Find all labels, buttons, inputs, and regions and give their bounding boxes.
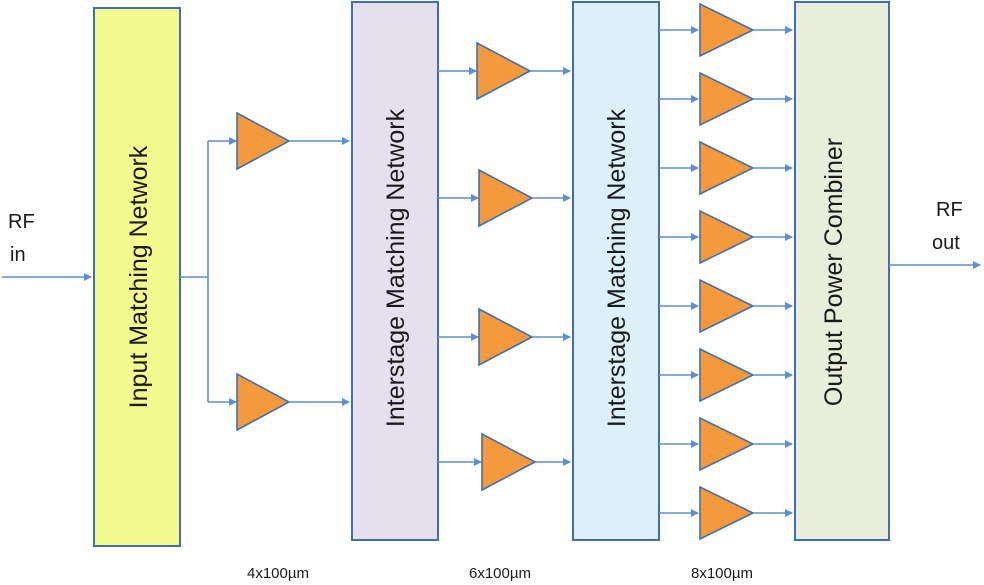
interstage-matching-network-2-label: Interstage Matching Network bbox=[603, 108, 631, 427]
stage3-amplifier-5 bbox=[699, 278, 755, 334]
stage3-amplifier-4 bbox=[699, 209, 755, 265]
stage3-amplifier-3 bbox=[699, 140, 755, 196]
stage3-size-label: 8x100µm bbox=[691, 565, 753, 582]
stage2-amplifier-3 bbox=[478, 307, 534, 367]
interstage-matching-network-2-block bbox=[572, 1, 660, 541]
stage3-amplifier-8 bbox=[699, 485, 755, 541]
stage3-amplifier-group bbox=[659, 2, 793, 541]
stage1-size-label: 4x100µm bbox=[247, 565, 309, 582]
stage1-amplifier-1 bbox=[236, 111, 291, 171]
output-power-combiner-label: Output Power Combiner bbox=[820, 138, 848, 406]
rf-out-label-line1: RF bbox=[936, 199, 963, 221]
stage3-amplifier-2 bbox=[699, 71, 755, 127]
stage3-amplifier-6 bbox=[699, 347, 755, 403]
output-power-combiner-block bbox=[794, 1, 890, 541]
stage2-amplifier-4 bbox=[481, 432, 537, 492]
stage3-amplifier-7 bbox=[699, 416, 755, 472]
stage1-amplifier-2 bbox=[236, 372, 291, 432]
input-matching-network-label: Input Matching Network bbox=[125, 145, 153, 408]
rf-out-label-line2: out bbox=[932, 232, 960, 254]
interstage-matching-network-1-block bbox=[351, 1, 439, 541]
stage2-amplifier-2 bbox=[478, 168, 534, 228]
stage2-amplifier-1 bbox=[476, 41, 532, 101]
rf-in-label-line1: RF bbox=[8, 211, 35, 233]
rf-in-label-line2: in bbox=[10, 244, 26, 266]
stage2-size-label: 6x100µm bbox=[469, 565, 531, 582]
interstage-matching-network-1-label: Interstage Matching Network bbox=[382, 108, 410, 427]
stage3-amplifier-1 bbox=[699, 2, 755, 58]
